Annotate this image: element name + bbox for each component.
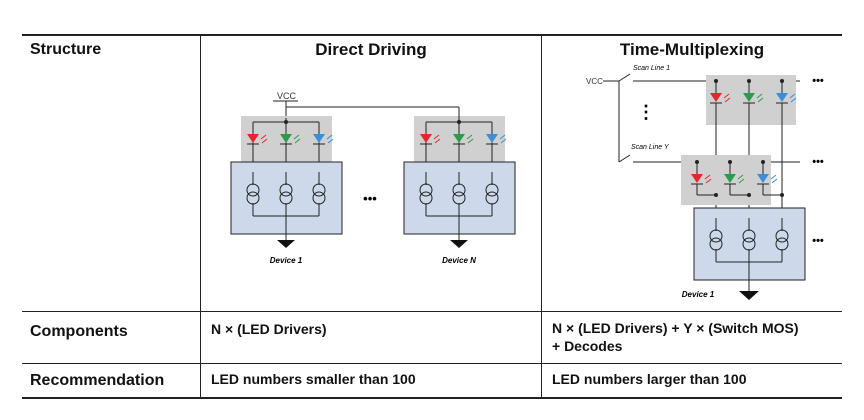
- ground-icon: [277, 240, 295, 248]
- led-red-icon: [710, 93, 722, 102]
- header-direct-driving: Direct Driving: [315, 40, 427, 59]
- ground-icon: [739, 291, 759, 300]
- led-green-icon: [743, 93, 755, 102]
- table-rule-after-structure: [22, 311, 842, 312]
- mux-vdots: ⋮: [637, 102, 655, 122]
- mux-vcc-label: VCC: [586, 77, 603, 86]
- row-label-recommendation: Recommendation: [30, 372, 165, 389]
- led-green-icon: [724, 174, 736, 183]
- components-mux-line2: + Decodes: [552, 338, 623, 354]
- led-red-icon: [691, 174, 703, 183]
- recommendation-direct: LED numbers smaller than 100: [211, 371, 416, 387]
- mux-device-1-label: Device 1: [682, 290, 715, 299]
- led-blue-icon: [757, 174, 769, 183]
- mux-driver: Device 1 •••: [682, 207, 824, 300]
- led-blue-icon: [776, 93, 788, 102]
- table-bottom-rule: [22, 397, 842, 399]
- led-green-icon: [280, 134, 292, 143]
- components-direct: N × (LED Drivers): [211, 321, 327, 337]
- direct-device-1: Device 1: [230, 116, 343, 265]
- header-time-multiplexing: Time-Multiplexing: [619, 40, 765, 59]
- row-label-components: Components: [30, 323, 128, 340]
- led-green-icon: [453, 134, 465, 143]
- direct-device-n-label: Device N: [442, 256, 476, 265]
- direct-device-n: Device N: [403, 116, 516, 265]
- table-col-divider-1: [200, 34, 201, 399]
- direct-ellipsis: •••: [363, 191, 377, 206]
- mux-led-group-1: [706, 75, 797, 125]
- mux-ellipsis-driver: •••: [812, 235, 824, 247]
- table-rule-after-components: [22, 363, 842, 364]
- table-col-divider-2: [541, 34, 542, 399]
- mux-led-group-y: [681, 155, 784, 205]
- components-mux-line1: N × (LED Drivers) + Y × (Switch MOS): [552, 320, 799, 336]
- led-red-icon: [247, 134, 259, 143]
- mux-ellipsis-line-1: •••: [812, 75, 824, 87]
- direct-vcc-label: VCC: [277, 91, 297, 101]
- led-red-icon: [420, 134, 432, 143]
- recommendation-mux: LED numbers larger than 100: [552, 371, 747, 387]
- led-blue-icon: [313, 134, 325, 143]
- ground-icon: [450, 240, 468, 248]
- scan-line-y-label: Scan Line Y: [631, 144, 670, 151]
- table-top-rule: [22, 34, 842, 36]
- header-structure: Structure: [30, 41, 102, 58]
- scan-line-1-label: Scan Line 1: [633, 65, 670, 72]
- direct-device-1-label: Device 1: [270, 256, 303, 265]
- led-blue-icon: [486, 134, 498, 143]
- mux-ellipsis-line-y: •••: [812, 156, 824, 168]
